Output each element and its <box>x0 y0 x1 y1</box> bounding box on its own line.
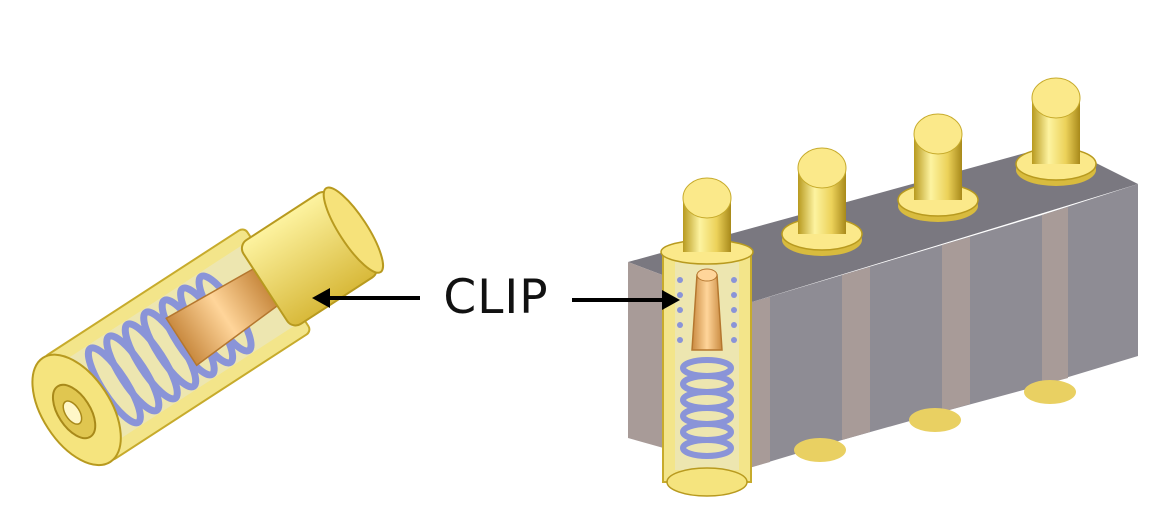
cutaway-pogo-pin <box>31 186 385 467</box>
arrow-to-right-clip <box>572 290 680 310</box>
clip-label: CLIP <box>443 270 549 325</box>
pin-tail-4 <box>1024 380 1076 404</box>
arrow-to-left-clip <box>312 288 420 308</box>
pin-3 <box>897 113 979 222</box>
pin-2 <box>781 147 863 256</box>
pin-tail-3 <box>909 408 961 432</box>
pin-4 <box>1015 77 1097 186</box>
pin-1-clip <box>691 274 723 351</box>
pin-1-cutaway <box>660 177 754 497</box>
barrel-end-cap <box>31 353 122 467</box>
pin-1-spring <box>680 357 734 459</box>
four-pin-connector <box>628 77 1138 497</box>
housing-top <box>628 144 1138 305</box>
pin-tail-2 <box>794 438 846 462</box>
